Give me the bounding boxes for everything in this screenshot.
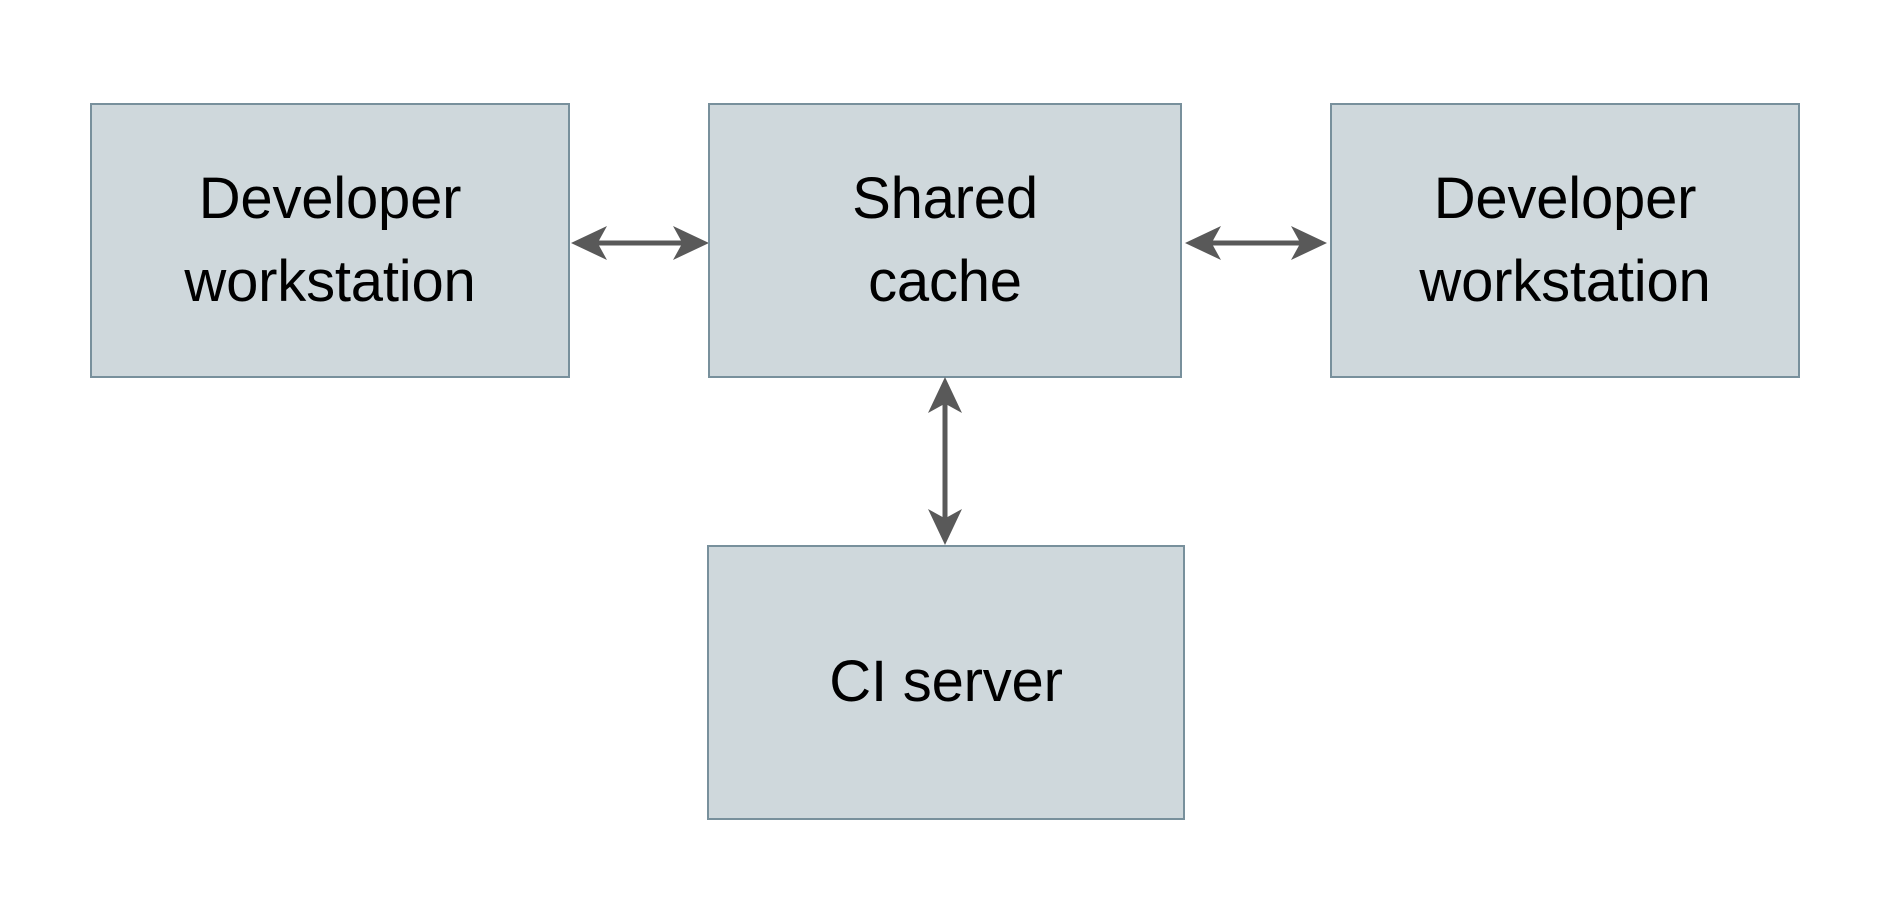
node-label: Developer workstation bbox=[1419, 166, 1711, 314]
connector-developer-left-to-shared-cache bbox=[571, 226, 709, 260]
node-developer-workstation-right[interactable]: Developer workstation bbox=[1330, 103, 1800, 378]
node-label: CI server bbox=[829, 649, 1063, 715]
arrow-double-horizontal bbox=[571, 226, 709, 260]
node-label: Developer workstation bbox=[184, 166, 476, 314]
arrow-double-horizontal bbox=[1185, 226, 1327, 260]
node-shared-cache[interactable]: Shared cache bbox=[708, 103, 1182, 378]
arrow-double-vertical bbox=[928, 377, 962, 545]
node-developer-workstation-left[interactable]: Developer workstation bbox=[90, 103, 570, 378]
node-label: Shared cache bbox=[852, 166, 1038, 314]
node-ci-server[interactable]: CI server bbox=[707, 545, 1185, 820]
connector-shared-cache-to-developer-right bbox=[1185, 226, 1327, 260]
connector-shared-cache-to-ci-server bbox=[928, 377, 962, 545]
